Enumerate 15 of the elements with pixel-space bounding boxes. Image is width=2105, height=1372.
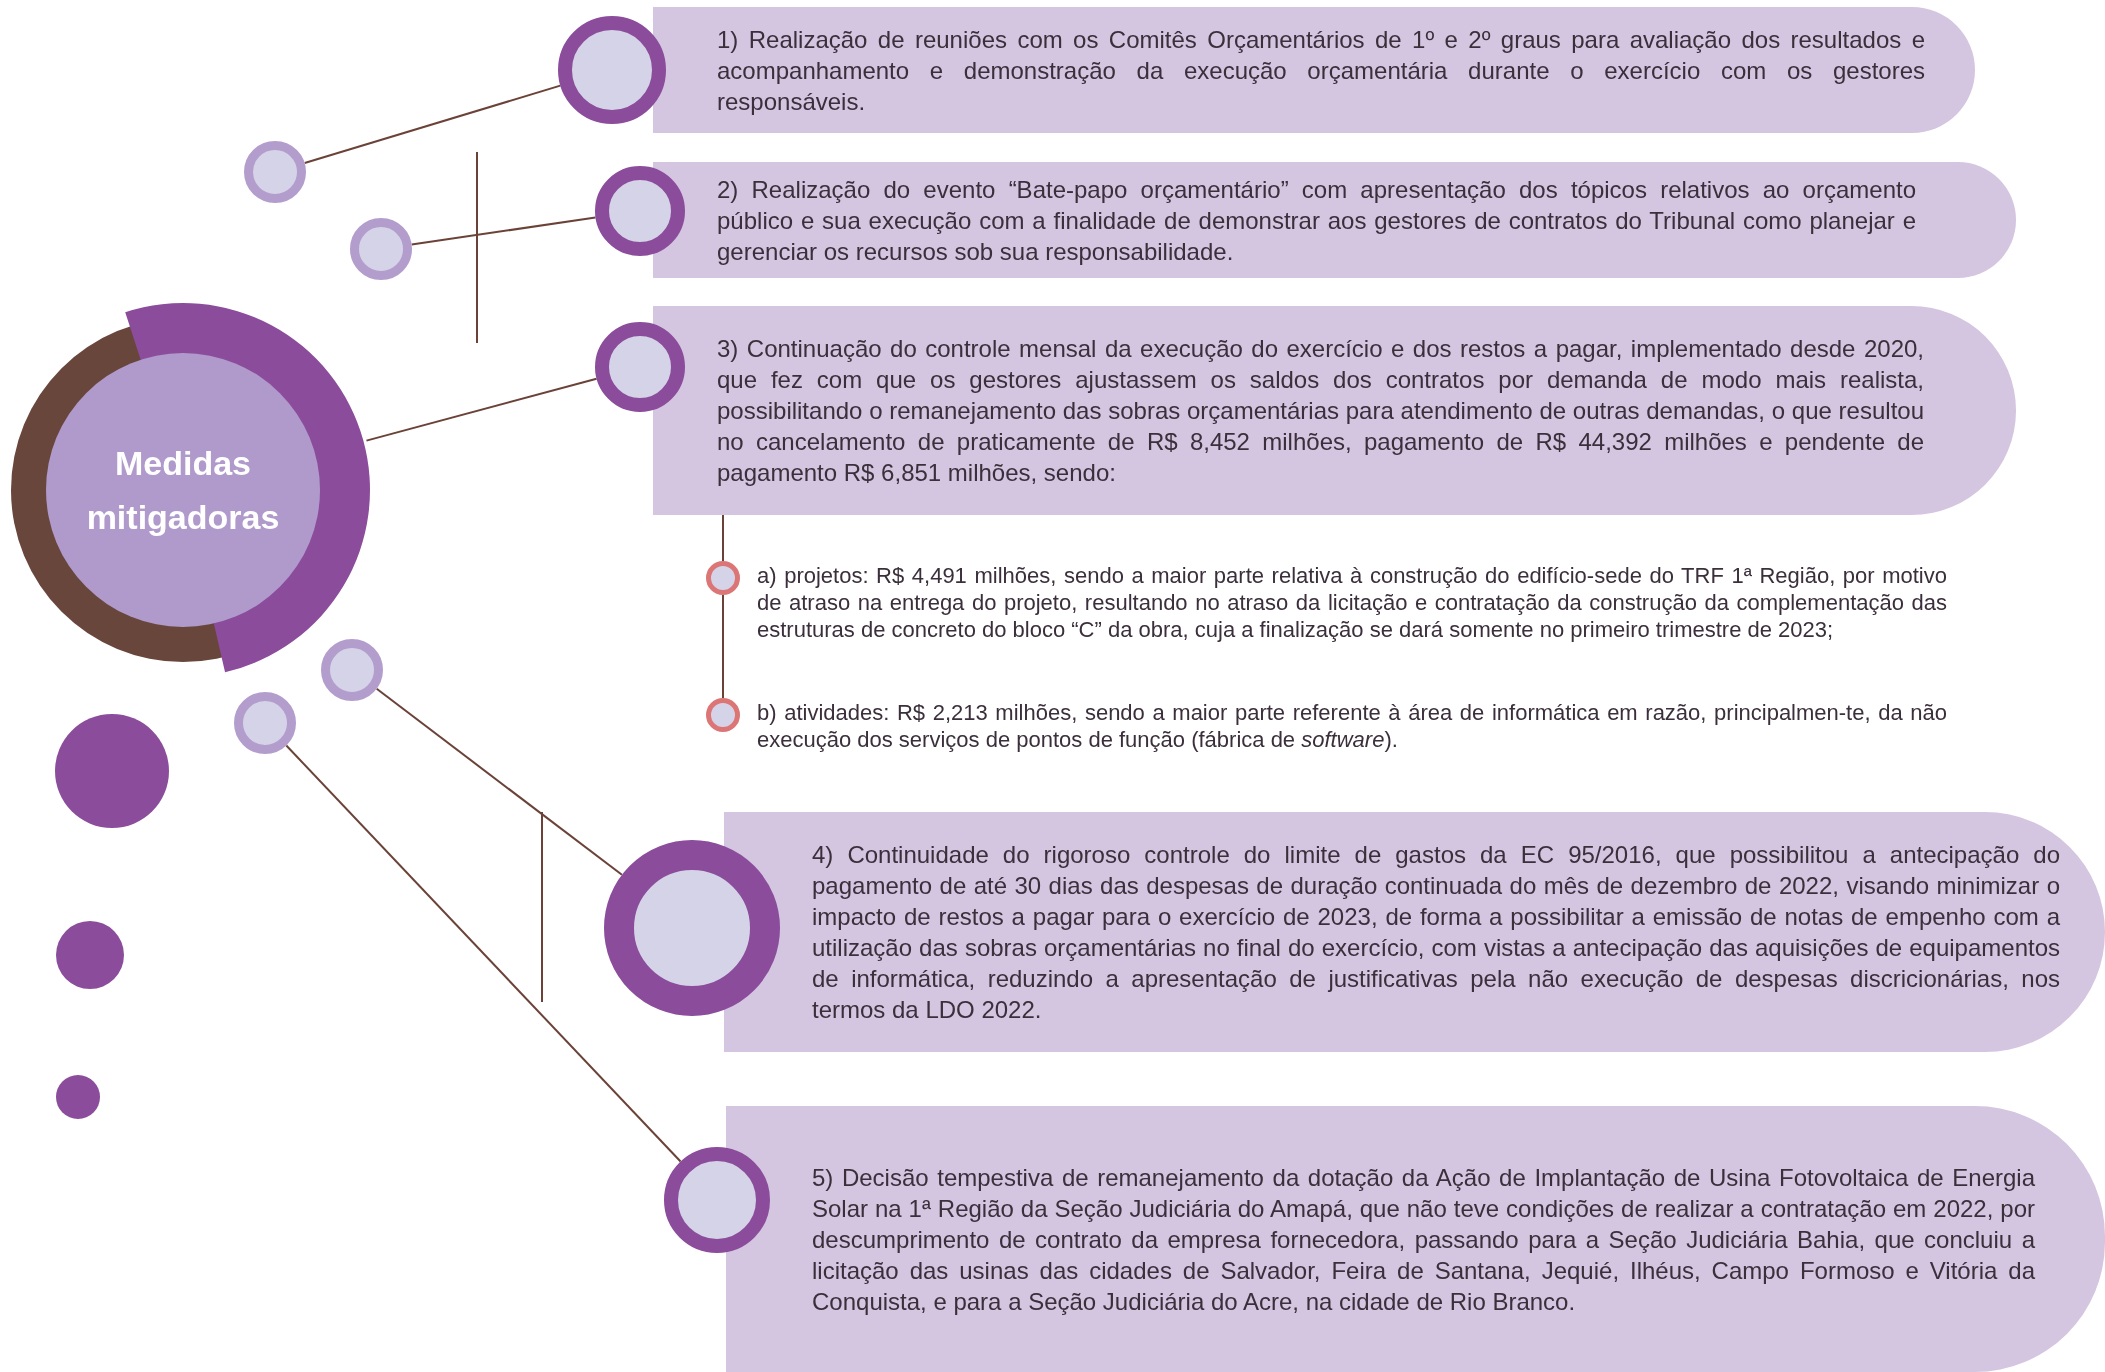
text-card — [726, 1106, 2105, 1372]
sub-item-text: a) projetos: R$ 4,491 milhões, sendo a maior parte relativa à construção do edifício-sede do TRF 1ª Região, por motivo de atraso na entrega do projeto, resultando no atraso da licitação e contratação da construção da complementação das estruturas de concreto do bloco “C” da obra, cuja a finalização se dará somente no primeiro trimestre de 2023; — [757, 562, 1947, 643]
connector-line — [410, 216, 597, 246]
item-text: 2) Realização do evento “Bate-papo orçamentário” com apresentação dos tópicos relativos ao orçamento público e sua execução com a finalidade de demonstrar aos gestores de contratos do Tribunal como planejar e gerenciar os recursos sob sua responsabilidade. — [717, 174, 1916, 267]
text-card — [653, 7, 1975, 133]
title-text: Medidas mitigadoras — [85, 443, 281, 538]
text-card — [653, 306, 2016, 515]
item-text: 3) Continuação do controle mensal da execução do exercício e dos restos a pagar, implementado desde 2020, que fez com que os gestores ajustassem os saldos dos contratos por demanda de modo mais realista, possibilitando o remanejamento das sobras orçamentárias para atendimento de outras demandas, o que resultou no cancelamento de praticamente de R$ 8,452 milhões, pagamento de R$ 44,392 milhões e pendente de pagamento R$ 6,851 milhões, sendo: — [717, 334, 1924, 488]
item-text: 4) Continuidade do rigoroso controle do limite de gastos da EC 95/2016, que possibilitou a antecipação do pagamento de até 30 dias das despesas de duração continuada do mês de dezembro de 2022, visando minimizar o impacto de restos a pagar para o exercício de 2023, de forma a possibilitar a emissão de notas de empenho com a utilização das sobras orçamentárias no final do exercício, com vistas a antecipação das aquisições de equipamentos de informática, reduzindo a apresentação de justificativas pela não execução de despesas discricionárias, nos termos da LDO 2022. — [812, 840, 2060, 1025]
connector-line — [722, 514, 724, 562]
sub-item-text: b) atividades: R$ 2,213 milhões, sendo a maior parte referente à área de informática em razão, principalmen-te, da não execução dos serviços de pontos de função (fábrica de software). — [757, 699, 1947, 753]
item-text: 1) Realização de reuniões com os Comitês Orçamentários de 1º e 2º graus para avaliação dos resultados e acompanhamento e demonstração da execução orçamentária durante o exercício com os gestores responsáveis. — [717, 24, 1925, 117]
item-text: 5) Decisão tempestiva de remanejamento da dotação da Ação de Implantação de Usina Fotovoltaica de Energia Solar na 1ª Região da Seção Judiciária do Amapá, que não teve condições de realizar a contratação em 2022, por descumprimento de contrato da empresa fornecedora, passando para a Seção Judiciária Bahia, que concluiu a licitação das usinas das cidades de Salvador, Feira de Santana, Jequié, Ilhéus, Campo Formoso e Vitória da Conquista, e para a Seção Judiciária do Acre, na cidade de Rio Branco. — [812, 1162, 2035, 1317]
text-card — [724, 812, 2105, 1052]
connector-line — [722, 594, 724, 699]
